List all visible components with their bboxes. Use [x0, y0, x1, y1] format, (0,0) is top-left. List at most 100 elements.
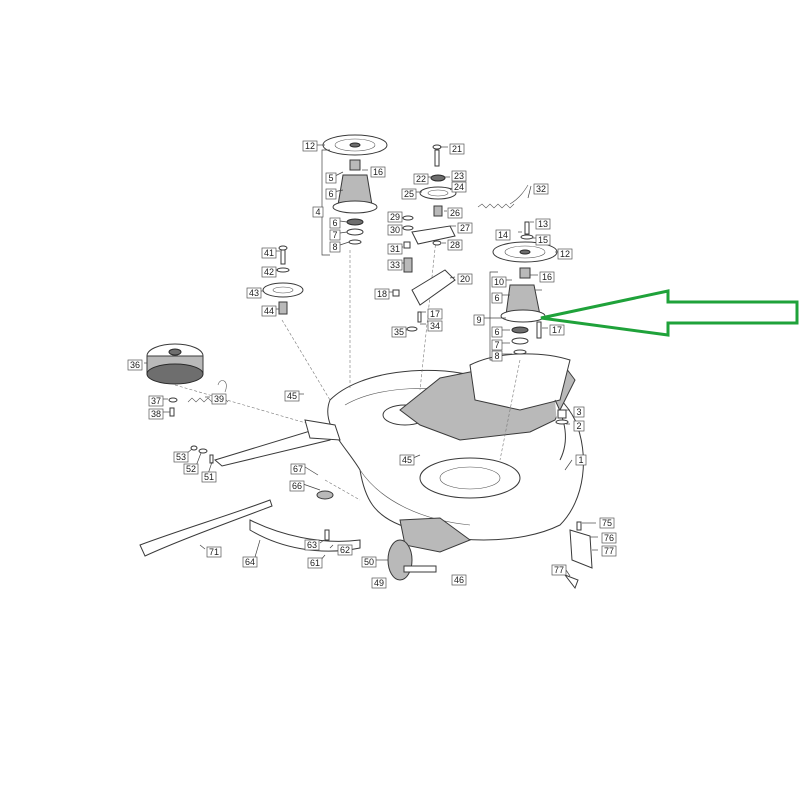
part-number-label: 44 — [264, 306, 274, 316]
callout-box — [473, 314, 485, 326]
callout-p23: 23 — [451, 170, 467, 182]
part-number-label: 41 — [264, 248, 274, 258]
part-number-label: 53 — [176, 452, 186, 462]
part-number-label: 14 — [498, 230, 508, 240]
part-number-label: 22 — [416, 174, 426, 184]
callout-box — [127, 359, 143, 371]
callout-box — [211, 393, 227, 405]
callout-p24: 24 — [451, 181, 467, 193]
callout-box — [491, 326, 503, 338]
callout-box — [457, 273, 473, 285]
callout-box — [451, 170, 467, 182]
part-number-label: 26 — [450, 208, 460, 218]
callout-box — [495, 229, 511, 241]
callout-p6c: 6 — [491, 292, 503, 304]
callout-box — [413, 173, 429, 185]
callout-box — [206, 546, 222, 558]
callout-box — [329, 217, 341, 229]
callout-box — [325, 188, 337, 200]
callout-box — [539, 271, 555, 283]
part-number-label: 43 — [249, 288, 259, 298]
callout-box — [289, 480, 305, 492]
idler-pulley-group — [411, 144, 457, 246]
callout-p39: 39 — [211, 393, 227, 405]
callout-box — [451, 181, 467, 193]
part-number-label: 17 — [552, 325, 562, 335]
callout-box — [427, 320, 443, 332]
callout-p10: 10 — [491, 276, 507, 288]
callout-box — [371, 577, 387, 589]
callout-p76: 76 — [601, 532, 617, 544]
callout-box — [284, 390, 300, 402]
callout-box — [427, 308, 443, 320]
callout-p28: 28 — [447, 239, 463, 251]
hardware-left-column — [392, 215, 456, 332]
callout-box — [535, 218, 551, 230]
callout-p33: 33 — [387, 259, 403, 271]
callout-p42: 42 — [261, 266, 277, 278]
callout-p34: 34 — [427, 320, 443, 332]
part-number-label: 7 — [494, 340, 499, 350]
callout-p12a: 12 — [302, 140, 318, 152]
deck-spring-hardware — [168, 380, 229, 417]
part-number-label: 49 — [374, 578, 384, 588]
callout-p21: 21 — [449, 143, 465, 155]
callout-p25: 25 — [401, 188, 417, 200]
left-spindle-assembly — [322, 134, 388, 245]
electric-clutch — [146, 343, 204, 385]
part-number-label: 8 — [494, 351, 499, 361]
callout-box — [457, 222, 473, 234]
part-number-label: 7 — [332, 230, 337, 240]
callout-p37: 37 — [148, 395, 164, 407]
callout-box — [491, 292, 503, 304]
callout-p36: 36 — [127, 359, 143, 371]
part-number-label: 21 — [452, 144, 462, 154]
part-number-label: 52 — [186, 464, 196, 474]
callout-p17: 17 — [549, 324, 565, 336]
callout-box — [242, 556, 258, 568]
callout-p27: 27 — [457, 222, 473, 234]
callout-box — [304, 539, 320, 551]
part-number-label: 51 — [204, 472, 214, 482]
callout-p18: 18 — [374, 288, 390, 300]
part-number-label: 20 — [460, 274, 470, 284]
callout-box — [401, 188, 417, 200]
callout-p12b: 12 — [557, 248, 573, 260]
left-pulley-group — [262, 245, 304, 315]
callout-box — [573, 420, 585, 432]
callout-box — [148, 395, 164, 407]
callout-p2: 2 — [573, 420, 585, 432]
callout-box — [491, 276, 507, 288]
callout-p3: 3 — [573, 406, 585, 418]
part-number-label: 34 — [430, 321, 440, 331]
callout-p35: 35 — [391, 326, 407, 338]
part-number-label: 24 — [454, 182, 464, 192]
callout-box — [601, 545, 617, 557]
callout-p20: 20 — [457, 273, 473, 285]
callout-p16a: 16 — [370, 166, 386, 178]
callout-box — [261, 247, 277, 259]
callout-p46: 46 — [451, 574, 467, 586]
callout-box — [451, 574, 467, 586]
part-number-label: 18 — [377, 289, 387, 299]
part-number-label: 16 — [542, 272, 552, 282]
part-number-label: 30 — [390, 225, 400, 235]
callout-box — [173, 451, 189, 463]
callout-box — [307, 557, 323, 569]
part-number-label: 9 — [476, 315, 481, 325]
part-number-label: 36 — [130, 360, 140, 370]
callout-box — [599, 517, 615, 529]
callout-p45b: 45 — [399, 454, 415, 466]
callout-box — [399, 454, 415, 466]
callout-p77b: 77 — [551, 564, 567, 576]
callout-box — [201, 471, 217, 483]
right-hardware — [555, 409, 593, 590]
part-number-label: 10 — [494, 277, 504, 287]
callout-box — [573, 406, 585, 418]
callout-box — [575, 454, 587, 466]
callout-p31: 31 — [387, 243, 403, 255]
highlight-arrow — [540, 289, 799, 337]
part-number-label: 67 — [293, 464, 303, 474]
